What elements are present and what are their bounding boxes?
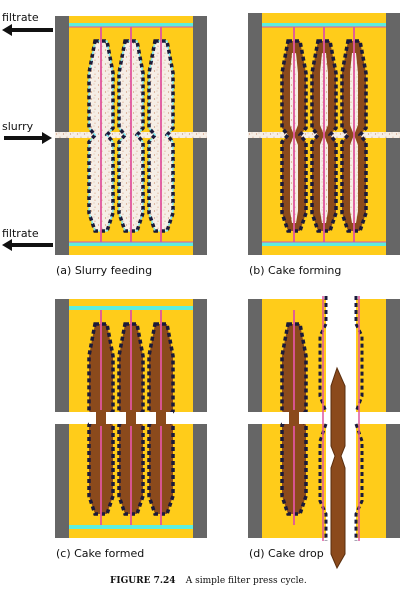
figure-caption: FIGURE 7.24 A simple filter press cycle.: [110, 575, 307, 586]
figure-label: FIGURE 7.24: [110, 576, 176, 586]
side-labels: filtrate slurry filtrate: [2, 11, 53, 251]
chamber: [310, 27, 338, 242]
chamber: [280, 27, 308, 242]
chamber: [340, 27, 368, 242]
label-filtrate-bottom: filtrate: [2, 227, 39, 240]
label-filtrate-top: filtrate: [2, 11, 39, 24]
caption-panel-d: (d) Cake drop: [249, 547, 324, 560]
caption-panel-a: (a) Slurry feeding: [56, 264, 152, 277]
caption-panel-b: (b) Cake forming: [249, 264, 341, 277]
label-slurry: slurry: [2, 120, 34, 133]
falling-cake: [330, 366, 346, 570]
panel-b: [248, 13, 400, 259]
chamber: [117, 27, 145, 242]
chamber: [87, 27, 115, 242]
panel-a: [55, 12, 207, 259]
figure-title: A simple filter press cycle.: [185, 576, 307, 586]
panel-c: [55, 295, 207, 542]
arrow-left-icon: [2, 24, 53, 36]
panel-d: [248, 295, 400, 570]
arrow-right-icon: [4, 132, 52, 144]
filtrate-channel-top: [69, 23, 193, 27]
filtrate-channel-bottom: [69, 242, 193, 246]
caption-panel-c: (c) Cake formed: [56, 547, 144, 560]
chamber: [147, 27, 175, 242]
arrow-left-icon: [2, 239, 53, 251]
chambers: [69, 26, 193, 243]
